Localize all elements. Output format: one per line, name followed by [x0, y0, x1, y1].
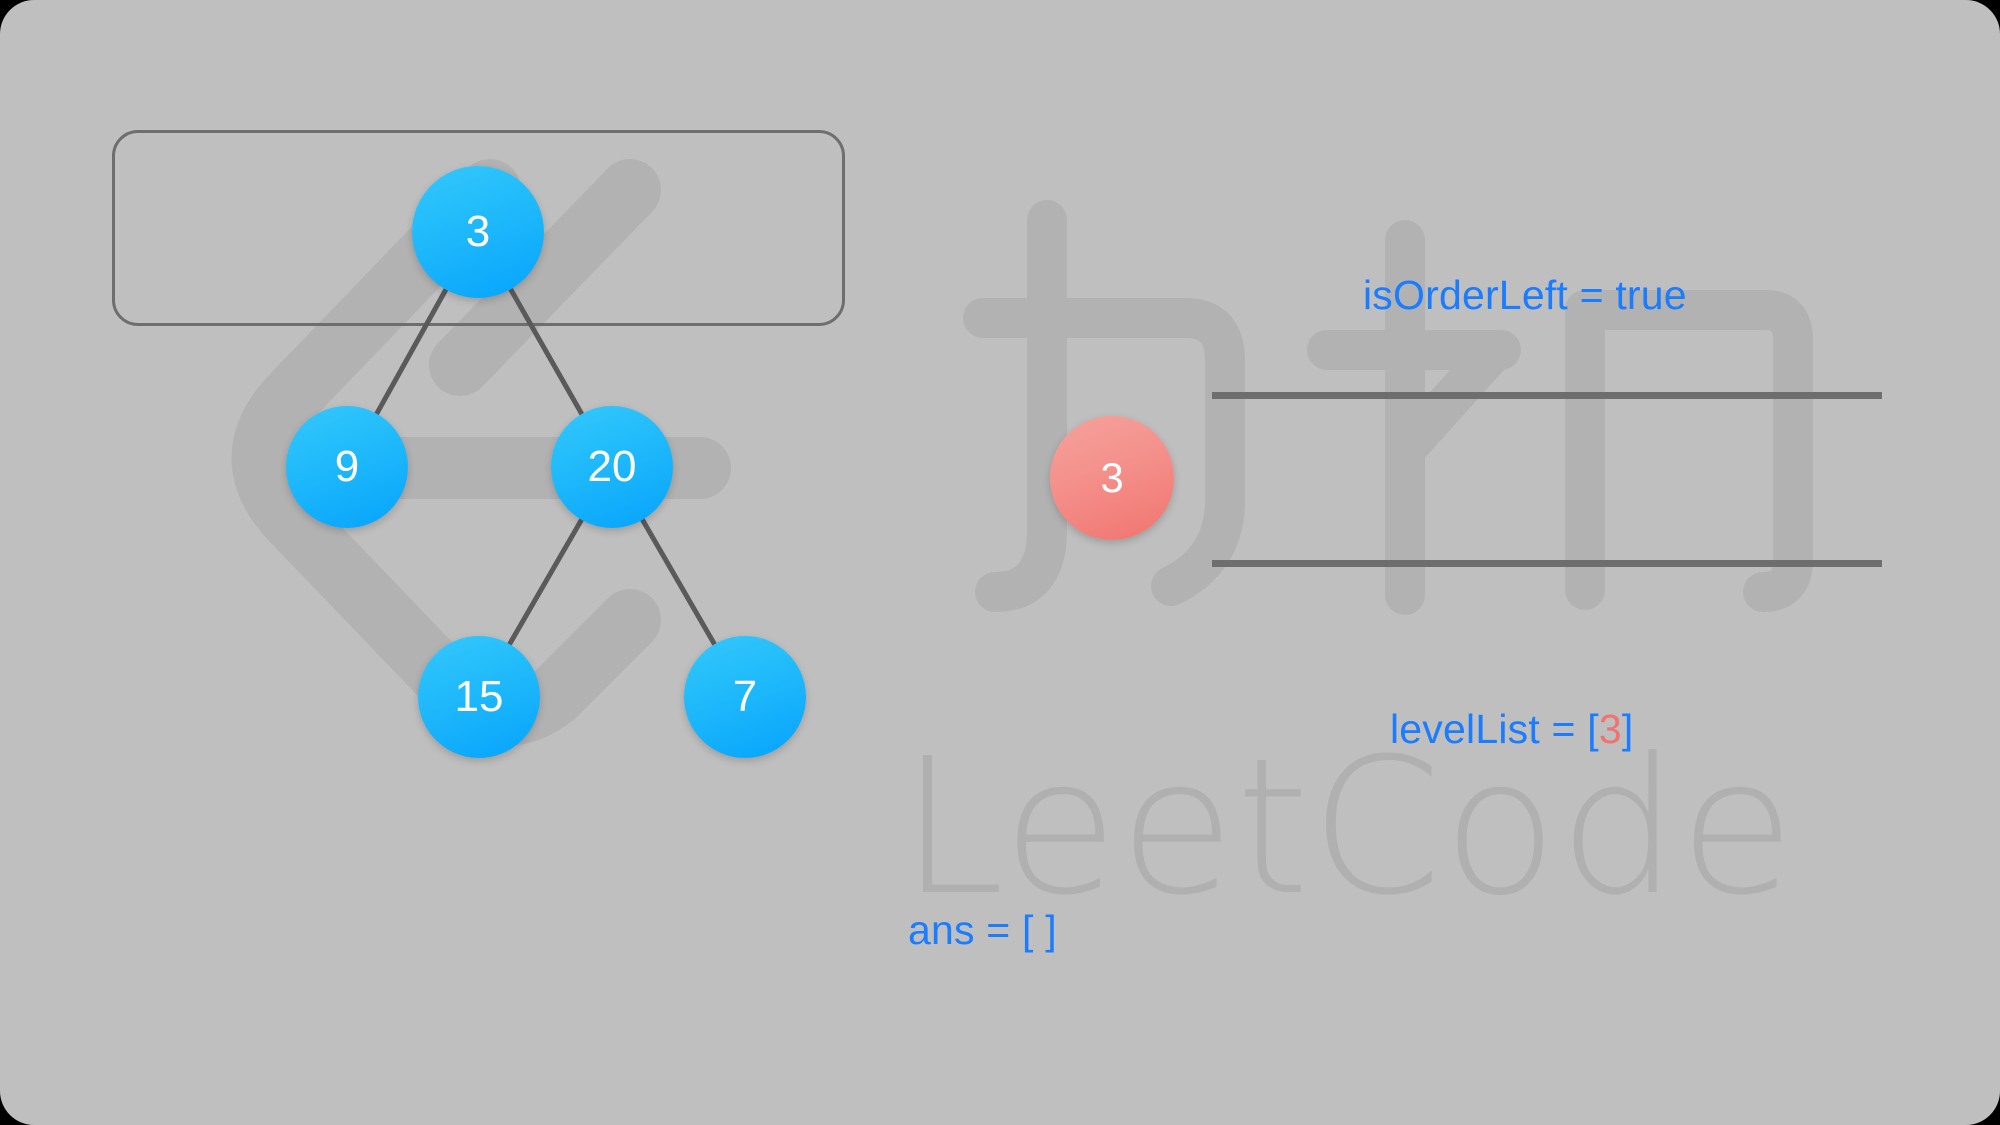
current-node-highlight-box [112, 130, 845, 326]
tree-node-20: 20 [551, 406, 673, 528]
level-list-prefix: levelList = [ [1390, 706, 1599, 752]
tree-node-7: 7 [684, 636, 806, 758]
tree-node-value: 15 [454, 672, 504, 721]
tree-node-value: 3 [465, 207, 491, 256]
tree-node-15: 15 [418, 636, 540, 758]
queue-track-top-line [1212, 392, 1882, 399]
leetcode-cjk-logo-icon [963, 200, 1813, 615]
ans-label: ans = [ ] [908, 907, 1057, 953]
queue-track-bottom-line [1212, 560, 1882, 567]
level-list-suffix: ] [1621, 706, 1634, 752]
tree-node-value: 7 [732, 672, 758, 721]
leetcode-wordmark-text: LeetCode [900, 718, 1796, 937]
queue-current-node-value: 3 [1100, 454, 1124, 501]
queue-current-node: 3 [1050, 416, 1174, 540]
is-order-left-label: isOrderLeft = true [1363, 272, 1687, 318]
level-list-label: levelList = [3] [1390, 706, 1633, 753]
tree-edge [639, 515, 718, 649]
level-list-value: 3 [1598, 706, 1622, 752]
tree-edge [506, 515, 585, 649]
tree-node-3: 3 [412, 166, 544, 298]
tree-node-value: 20 [587, 442, 637, 491]
tree-node-9: 9 [286, 406, 408, 528]
leetcode-wordmark: LeetCode [900, 718, 1830, 937]
tree-node-value: 9 [334, 442, 360, 491]
